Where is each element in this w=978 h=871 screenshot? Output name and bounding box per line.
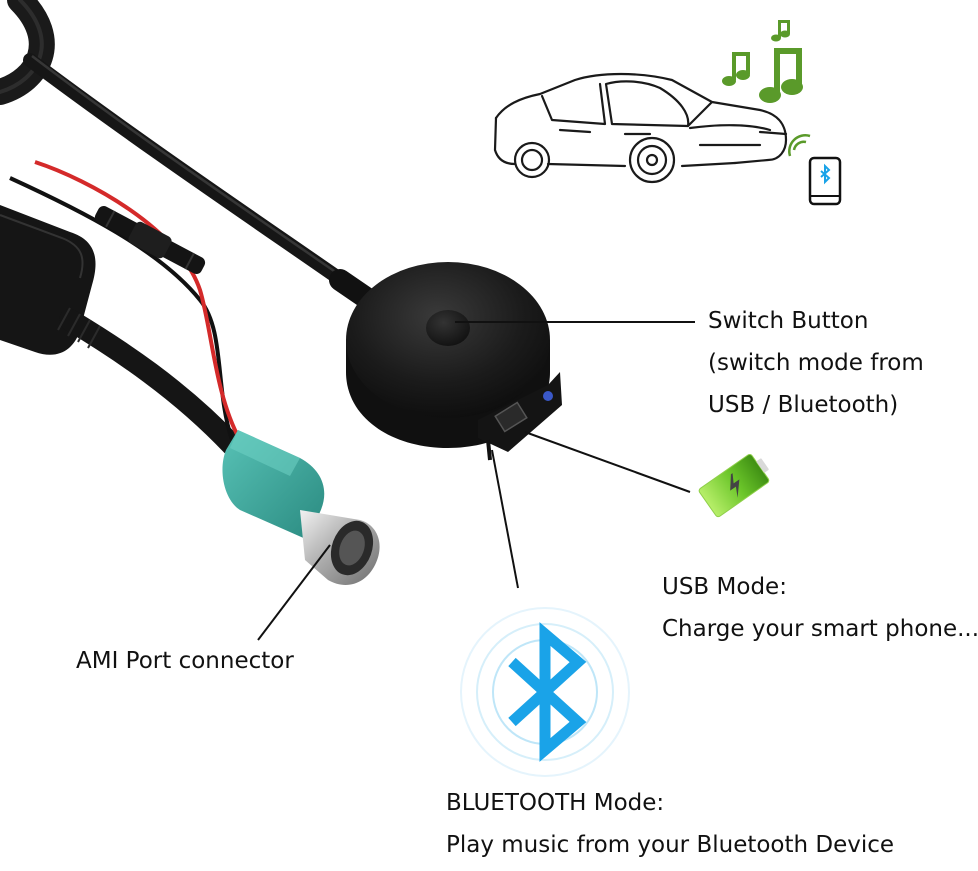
- callout-lines: [257, 321, 695, 641]
- bluetooth-mode-title: BLUETOOTH Mode:: [446, 790, 665, 816]
- car-illustration: [493, 72, 788, 184]
- switch-button-label-line-2: (switch mode from: [708, 350, 924, 376]
- switch-button: [426, 310, 470, 346]
- switch-button-label-line-1: Switch Button: [708, 308, 869, 334]
- bluetooth-icon: [460, 607, 630, 777]
- usb-mode-title: USB Mode:: [662, 574, 787, 600]
- switch-button-label: Switch Button (switch mode from USB / Bl…: [708, 300, 924, 426]
- usb-mode-label: USB Mode: Charge your smart phone...: [662, 566, 978, 650]
- battery-charging-icon: [698, 453, 770, 518]
- music-notes-icon: [722, 20, 803, 103]
- bluetooth-mode-label: BLUETOOTH Mode: Play music from your Blu…: [446, 782, 894, 866]
- bluetooth-mode-description: Play music from your Bluetooth Device: [446, 832, 895, 858]
- ami-connector: [222, 430, 380, 585]
- cables: [0, 0, 389, 585]
- ami-port-text: AMI Port connector: [76, 648, 294, 674]
- usb-mode-description: Charge your smart phone...: [662, 616, 978, 642]
- bluetooth-phone-icon: [788, 134, 842, 206]
- bluetooth-receiver-puck: [346, 262, 562, 461]
- ami-port-label: AMI Port connector: [76, 640, 294, 682]
- switch-button-label-line-3: USB / Bluetooth): [708, 392, 899, 418]
